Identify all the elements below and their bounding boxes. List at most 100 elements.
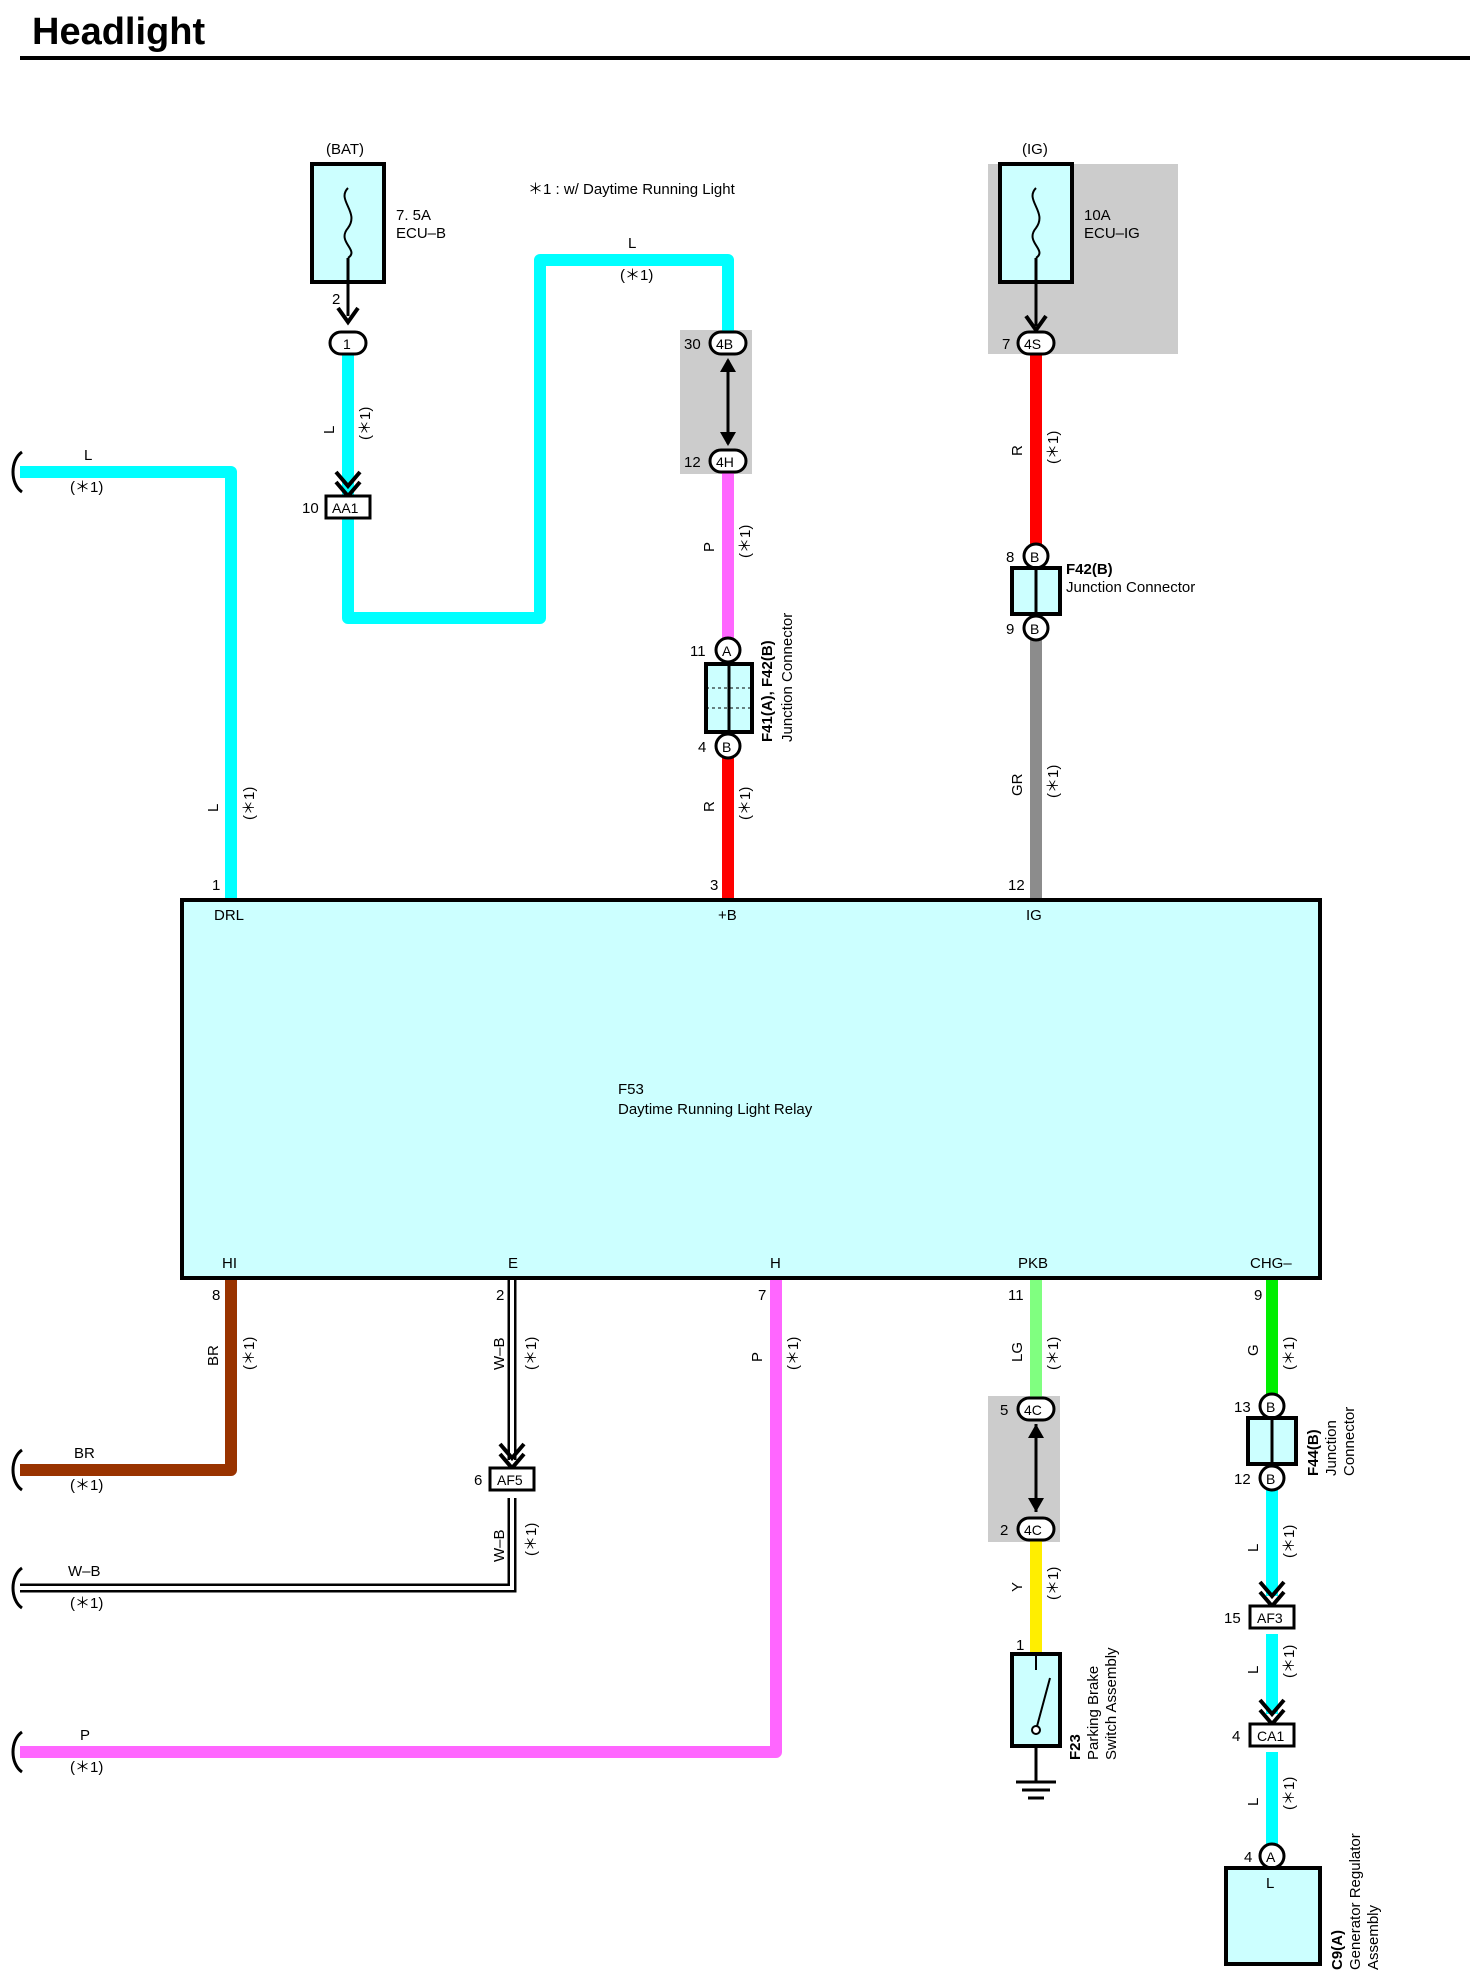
fuse-ig-name: ECU–IG [1084,225,1140,242]
switch-blade [1035,1677,1051,1731]
connector-4c-top [1016,1396,1056,1422]
wire-label-gr: GR [1009,773,1026,796]
fuse-bat-name: ECU–B [396,225,446,242]
switch-code: F23 [1067,1734,1084,1760]
relay-pin-hi-name: HI [222,1255,237,1272]
connector-af3-label: AF3 [1257,1610,1283,1626]
generator-line1: Generator Regulator [1347,1833,1364,1970]
connector-ca1 [1248,1722,1296,1748]
switch-line1: Parking Brake [1085,1666,1102,1760]
connector-4h [708,448,748,474]
wire-l-drl [20,466,237,898]
relay-pin-h-name: H [770,1255,781,1272]
wire-break-mark-wb [11,1566,23,1610]
connector-af3 [1248,1604,1296,1630]
f44-pin-bot-label: B [1266,1471,1275,1487]
connector-4c-top-label: 4C [1024,1402,1042,1418]
fuse-ig-rating: 10A [1084,207,1111,224]
connector-4s-pin: 7 [1002,336,1010,353]
f44-desc2: Connector [1341,1407,1358,1476]
f42-pin-top-label: B [1030,549,1039,565]
connector-4c-bot-label: 4C [1024,1522,1042,1538]
relay-pin-chg-num: 9 [1254,1287,1262,1304]
relay-pin-plusb-name: +B [718,907,737,924]
wire-star-y: (＊1) [1045,1567,1062,1600]
f41-pin-a-label: A [722,643,732,659]
relay-pin-hi-num: 8 [212,1287,220,1304]
connector-af3-pin: 15 [1224,1610,1241,1627]
feed-l-label: L [84,447,92,464]
generator-pin-num: 4 [1244,1849,1252,1866]
f44-pin-bot [1258,1464,1286,1492]
wire-star-r-plusb: (＊1) [737,787,754,820]
wire-star-wb-upper: (＊1) [523,1337,540,1370]
connector-1-label: 1 [343,336,351,352]
wire-label-y: Y [1009,1582,1026,1592]
switch-pin: 1 [1016,1637,1024,1654]
relay-f53-box [180,898,1322,1280]
generator-regulator-box [1224,1866,1322,1966]
wire-star-gr: (＊1) [1045,765,1062,798]
wire-label-l-f44: L [1245,1544,1262,1552]
feed-l-star: (＊1) [70,479,103,496]
f44-pin-top-label: B [1266,1399,1275,1415]
relay-pin-h-num: 7 [758,1287,766,1304]
switch-line2: Switch Assembly [1103,1647,1120,1760]
connector-ca1-label: CA1 [1257,1728,1284,1744]
page-title: Headlight [32,11,205,53]
wire-label-r-plusb: R [701,801,718,812]
wire-star-l-af3: (＊1) [1281,1645,1298,1678]
relay-pin-pkb-num: 11 [1008,1287,1024,1304]
connector-af5 [488,1466,536,1492]
fuse-bat-arrow [336,306,360,326]
connector-aa1-label: AA1 [332,500,359,516]
f44-pin-bot-num: 12 [1234,1471,1251,1488]
wire-star-wb-lower: (＊1) [523,1523,540,1556]
connector-4c-bot [1016,1516,1056,1542]
fuse-bat-icon [343,187,353,259]
f44-pin-top-num: 13 [1234,1399,1251,1416]
wire-label-wb-lower: W–B [491,1529,508,1562]
wire-star-l-f44: (＊1) [1281,1525,1298,1558]
relay-pin-ig-num: 12 [1008,877,1025,894]
f41-pin-a-num: 11 [690,643,706,660]
wire-label-p-h: P [749,1352,766,1362]
connector-1 [328,330,368,356]
wire-br-hi [20,1280,237,1476]
wire-star-br: (＊1) [241,1337,258,1370]
wire-star-p-4h: (＊1) [737,525,754,558]
generator-pin-a-label: A [1266,1849,1276,1865]
wire-break-mark-br [11,1448,23,1492]
f42-pin-bot-label: B [1030,621,1039,637]
feed-br-label: BR [74,1445,95,1462]
title-rule [20,56,1470,60]
f44-desc1: Junction [1323,1420,1340,1476]
wire-star-l-top: (＊1) [620,267,653,284]
connector-4s-label: 4S [1024,336,1041,352]
connector-4c-top-pin: 5 [1000,1402,1008,1419]
connector-4c-bot-pin: 2 [1000,1522,1008,1539]
connector-4b [708,330,748,356]
fuse-bat-source: (BAT) [326,141,364,158]
wire-star-l-ca1: (＊1) [1281,1777,1298,1810]
f42-pin-bot-num: 9 [1006,621,1014,638]
wire-break-mark-l [11,450,23,494]
connector-4h-label: 4H [716,454,734,470]
f44-name: F44(B) [1305,1429,1322,1476]
wire-label-l-bat: L [321,426,338,434]
relay-pin-e-name: E [508,1255,518,1272]
f42-pin-top-num: 8 [1006,549,1014,566]
wire-wb-e-lower-core [20,1498,514,1590]
relay-pin-drl-name: DRL [214,907,244,924]
connector-4b-pin: 30 [684,336,701,353]
wire-label-r-ig: R [1009,445,1026,456]
f41-pin-b-num: 4 [698,739,706,756]
wire-label-lg: LG [1009,1342,1026,1362]
wire-l-bat [342,254,734,624]
generator-code: C9(A) [1329,1930,1346,1970]
relay-pin-chg-name: CHG– [1250,1255,1292,1272]
f41-pin-b-label: B [722,739,731,755]
connector-aa1 [324,494,372,520]
wire-label-l-drl: L [205,804,222,812]
